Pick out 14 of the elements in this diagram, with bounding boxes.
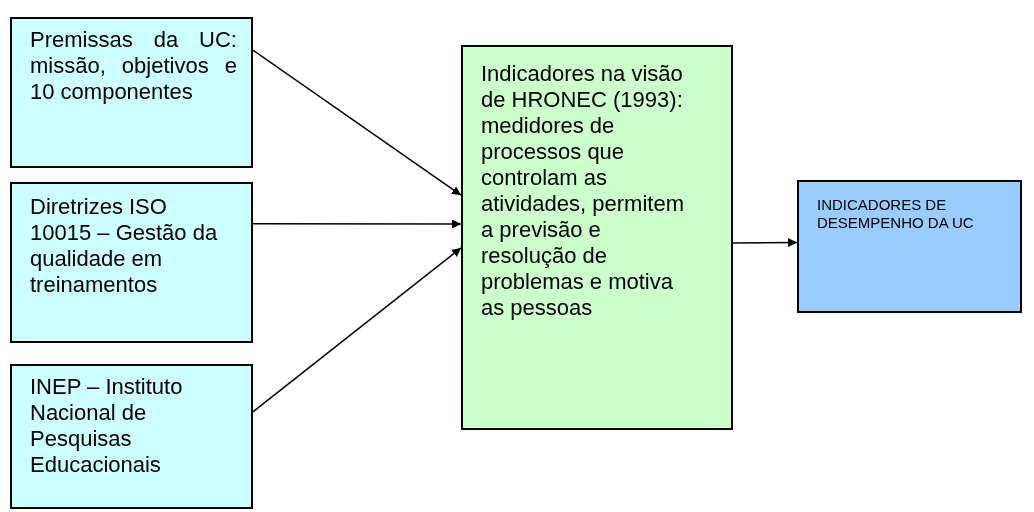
box-text: Indicadores na visão de HRONEC (1993): medidores de processos que controlam as atividades, permitem a previsão e resolução de problemas e motiva as pessoas [481, 61, 685, 321]
box-text: Diretrizes ISO 10015 – Gestão da qualidade em treinamentos [30, 194, 219, 298]
text-box [10, 364, 253, 509]
box-text: Premissas da UC: missão, objetivos e 10 componentes [30, 27, 237, 105]
text-box [797, 180, 1022, 313]
box-text: INEP – Instituto Nacional de Pesquisas Educacionais [30, 374, 184, 478]
box-text: INDICADORES DE DESEMPENHO DA UC [817, 196, 975, 232]
arrow [252, 247, 462, 413]
arrow [732, 238, 798, 248]
text-box [10, 17, 253, 168]
text-box [461, 45, 733, 430]
arrow [252, 49, 462, 196]
arrow [252, 219, 462, 229]
text-box [10, 182, 253, 343]
